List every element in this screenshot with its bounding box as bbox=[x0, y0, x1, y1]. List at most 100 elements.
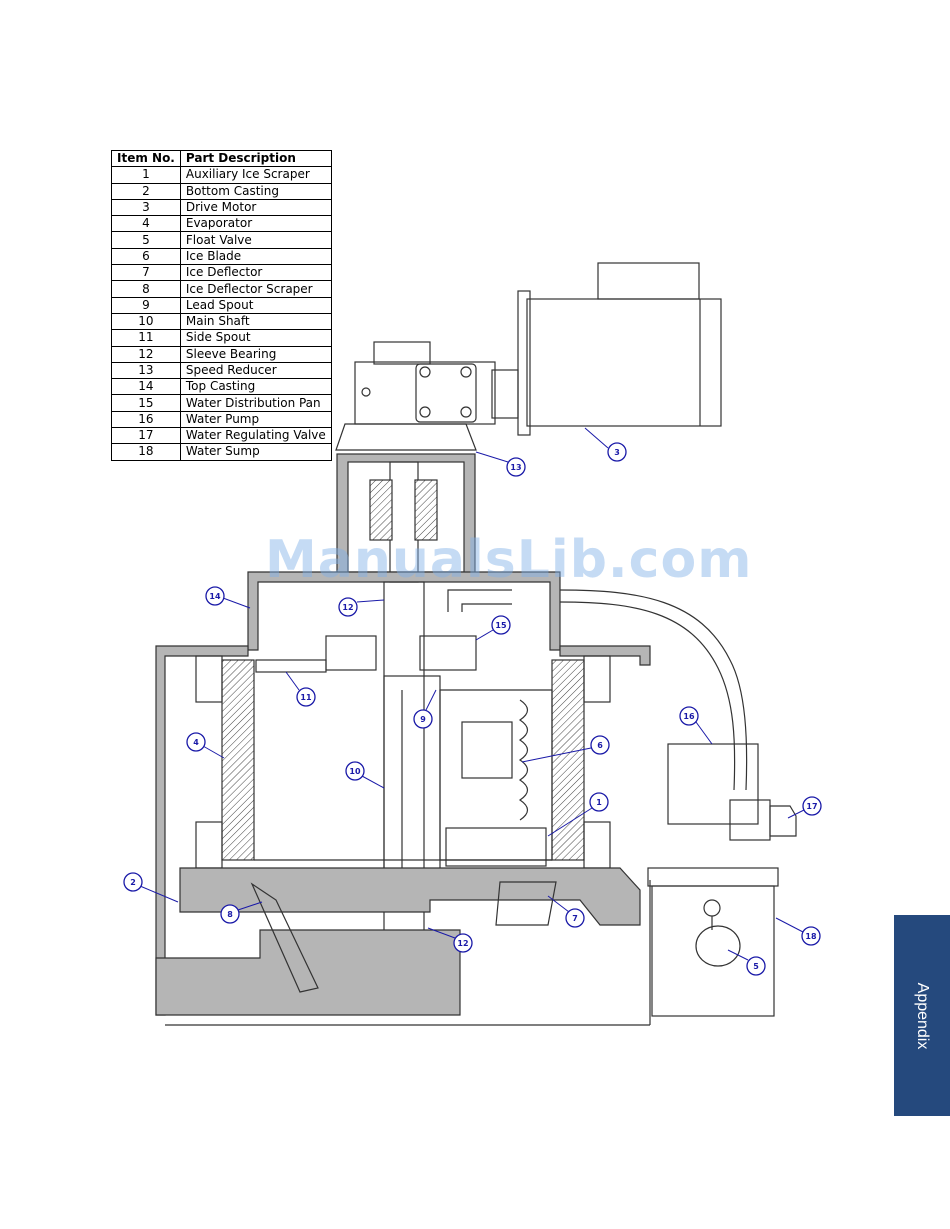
callout-5: 5 bbox=[746, 956, 766, 976]
callout-circle bbox=[186, 732, 206, 752]
top-casting bbox=[247, 571, 561, 671]
callout-3: 3 bbox=[607, 442, 627, 462]
callout-label: 12 bbox=[457, 939, 468, 948]
drive-motor bbox=[517, 262, 722, 436]
callout-label: 11 bbox=[300, 693, 312, 702]
part-description: Ice Deflector bbox=[179, 264, 332, 282]
item-number: 15 bbox=[111, 394, 181, 412]
part-description: Water Pump bbox=[179, 410, 332, 429]
item-number: 11 bbox=[111, 329, 181, 347]
callout-label: 5 bbox=[753, 962, 759, 971]
part-description: Ice Deflector Scraper bbox=[179, 280, 332, 298]
callout-label: 13 bbox=[510, 463, 521, 472]
appendix-tab-label: Appendix bbox=[914, 982, 931, 1049]
bottom-casting bbox=[155, 867, 651, 1026]
callout-4: 4 bbox=[186, 732, 206, 752]
callout-circle bbox=[565, 908, 585, 928]
speed-reducer bbox=[335, 341, 519, 451]
callout-13: 13 bbox=[506, 457, 526, 477]
callout-circle bbox=[413, 709, 433, 729]
callout-6: 6 bbox=[590, 735, 610, 755]
callout-circle bbox=[123, 872, 143, 892]
evaporator-body bbox=[155, 645, 651, 1016]
callout-label: 6 bbox=[597, 741, 603, 750]
water-pump bbox=[667, 743, 797, 841]
callout-label: 10 bbox=[349, 767, 361, 776]
callout-14: 14 bbox=[205, 586, 225, 606]
callout-10: 10 bbox=[345, 761, 365, 781]
callout-8: 8 bbox=[220, 904, 240, 924]
callout-1: 1 bbox=[589, 792, 609, 812]
water-tube bbox=[559, 589, 748, 791]
callout-circle bbox=[205, 586, 225, 606]
callout-label: 7 bbox=[572, 914, 578, 923]
part-description: Speed Reducer bbox=[179, 361, 332, 380]
shaft-housing bbox=[336, 453, 476, 583]
callout-16: 16 bbox=[679, 706, 699, 726]
callout-label: 16 bbox=[683, 712, 695, 721]
callout-label: 18 bbox=[805, 932, 817, 941]
callout-circle bbox=[746, 956, 766, 976]
part-description: Water Regulating Valve bbox=[179, 427, 332, 445]
callout-circle bbox=[589, 792, 609, 812]
callout-label: 4 bbox=[193, 738, 199, 747]
callout-circle bbox=[296, 687, 316, 707]
callout-11: 11 bbox=[296, 687, 316, 707]
item-number: 13 bbox=[111, 361, 181, 380]
part-description: Float Valve bbox=[179, 231, 332, 249]
callout-label: 12 bbox=[342, 603, 353, 612]
callout-9: 9 bbox=[413, 709, 433, 729]
water-sump bbox=[647, 867, 779, 1017]
callout-circle bbox=[801, 926, 821, 946]
callout-circle bbox=[607, 442, 627, 462]
callout-label: 2 bbox=[130, 878, 136, 887]
appendix-tab[interactable]: Appendix bbox=[894, 915, 950, 1116]
item-number: 18 bbox=[111, 443, 181, 461]
callout-label: 9 bbox=[420, 715, 426, 724]
callout-15: 15 bbox=[491, 615, 511, 635]
callout-circle bbox=[802, 796, 822, 816]
callout-circle bbox=[679, 706, 699, 726]
callout-circle bbox=[220, 904, 240, 924]
callout-circle bbox=[506, 457, 526, 477]
callout-circle bbox=[345, 761, 365, 781]
callout-label: 17 bbox=[806, 802, 817, 811]
callout-18: 18 bbox=[801, 926, 821, 946]
callout-label: 8 bbox=[227, 910, 233, 919]
callout-label: 15 bbox=[495, 621, 507, 630]
callout-2: 2 bbox=[123, 872, 143, 892]
callout-circle bbox=[338, 597, 358, 617]
callout-label: 14 bbox=[209, 592, 221, 601]
callout-12: 12 bbox=[338, 597, 358, 617]
part-description: Evaporator bbox=[179, 215, 332, 233]
callout-label: 3 bbox=[614, 448, 620, 457]
part-description: Sleeve Bearing bbox=[179, 345, 332, 363]
callout-label: 1 bbox=[596, 798, 602, 807]
callout-17: 17 bbox=[802, 796, 822, 816]
callout-circle bbox=[590, 735, 610, 755]
callout-7: 7 bbox=[565, 908, 585, 928]
callout-12: 12 bbox=[453, 933, 473, 953]
callout-circle bbox=[491, 615, 511, 635]
part-description: Water Sump bbox=[179, 443, 332, 461]
watermark: ManualsLib.com bbox=[265, 530, 753, 590]
part-description: Lead Spout bbox=[179, 296, 332, 314]
leader-lines bbox=[139, 427, 805, 961]
part-description: Water Distribution Pan bbox=[179, 394, 332, 412]
callout-circle bbox=[453, 933, 473, 953]
